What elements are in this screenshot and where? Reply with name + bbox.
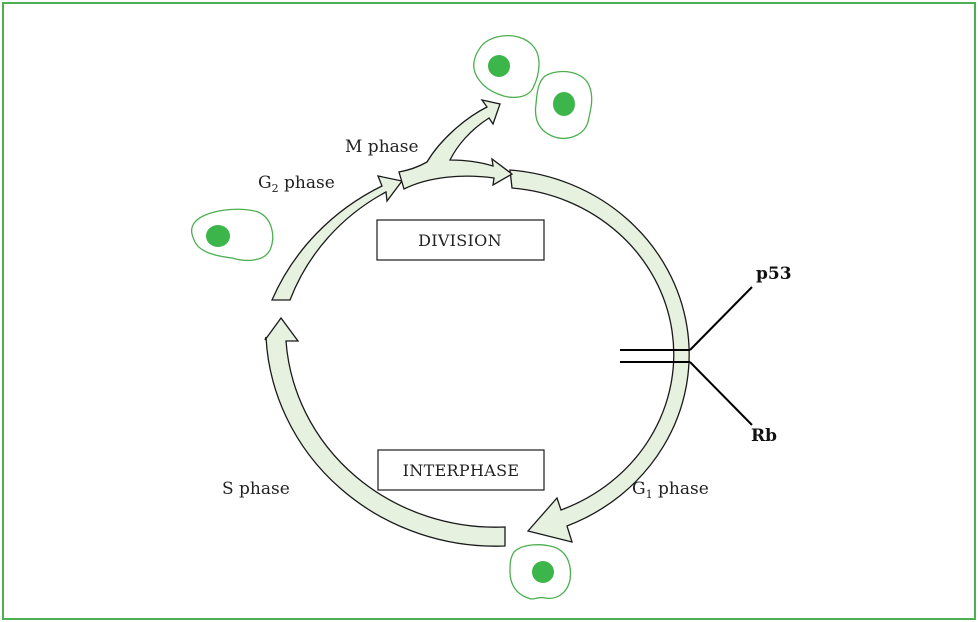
m-phase-label: M phase — [345, 137, 419, 157]
p53-label: p53 — [756, 264, 792, 284]
g2-suffix: phase — [279, 173, 335, 193]
interphase-label: INTERPHASE — [403, 461, 520, 480]
g2-prefix: G — [258, 173, 272, 193]
nucleus — [532, 561, 554, 583]
p53-connector — [689, 286, 753, 351]
g1-arc-arrow — [509, 169, 690, 543]
rb-label: Rb — [751, 426, 777, 446]
cell-icon — [190, 208, 274, 262]
g1-sub: 1 — [646, 488, 653, 501]
interphase-box — [377, 449, 545, 491]
s-arc-arrow — [264, 316, 506, 547]
g1-prefix: G — [632, 479, 646, 499]
nucleus — [553, 92, 575, 116]
m-phase-arrow — [398, 98, 514, 190]
nucleus — [206, 225, 230, 247]
g2-phase-label: G2 phase — [258, 173, 335, 195]
rb-connector — [689, 361, 753, 426]
g2-arc-arrow — [271, 175, 404, 301]
g1-suffix: phase — [653, 479, 709, 499]
division-label: DIVISION — [418, 231, 502, 250]
nucleus — [488, 55, 510, 77]
g2-sub: 2 — [272, 182, 279, 195]
s-phase-label: S phase — [222, 479, 290, 499]
g1-phase-label: G1 phase — [632, 479, 709, 501]
division-box — [376, 219, 545, 261]
